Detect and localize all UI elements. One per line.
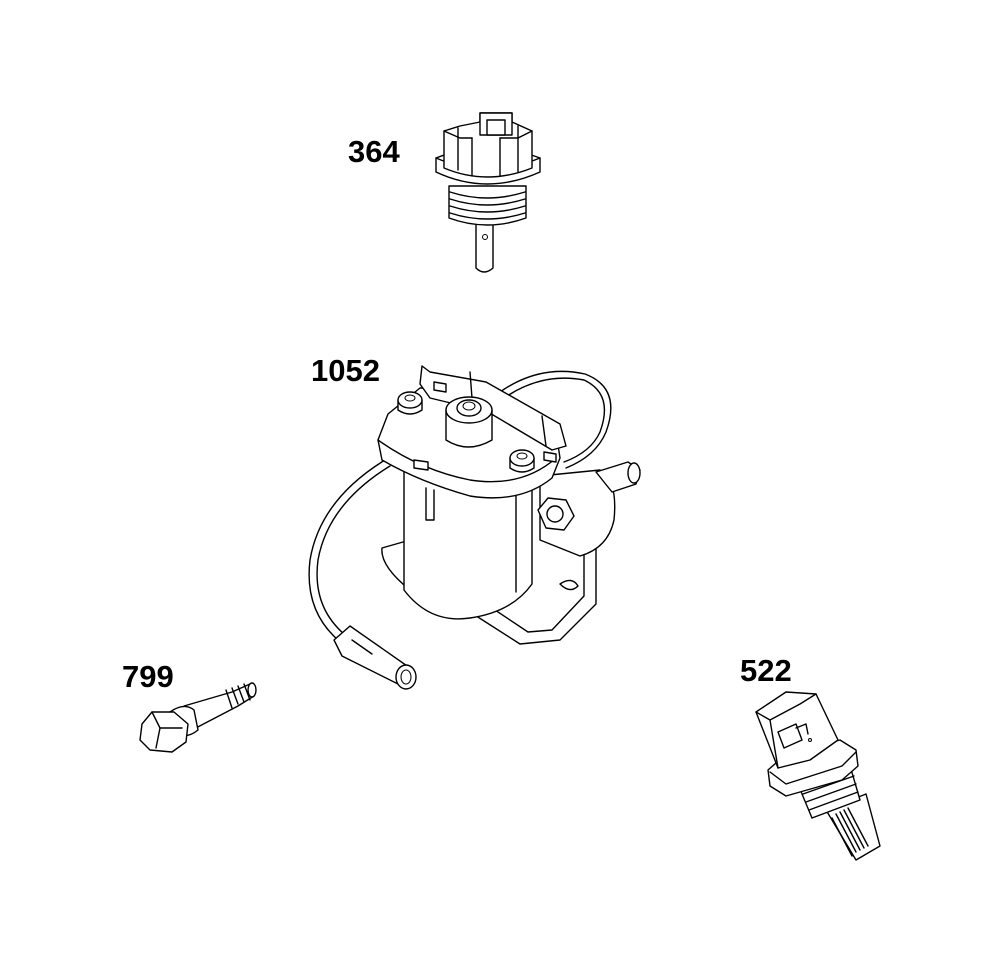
shoulder-bolt-icon (139, 682, 257, 753)
part-number-799: 799 (122, 659, 174, 694)
part-number-364: 364 (348, 134, 400, 169)
part-number-1052: 1052 (311, 353, 380, 388)
starter-solenoid-icon (308, 365, 641, 690)
part-number-522: 522 (740, 653, 792, 688)
sensor-switch-icon (435, 112, 541, 273)
oil-fill-cap-icon (755, 691, 881, 861)
